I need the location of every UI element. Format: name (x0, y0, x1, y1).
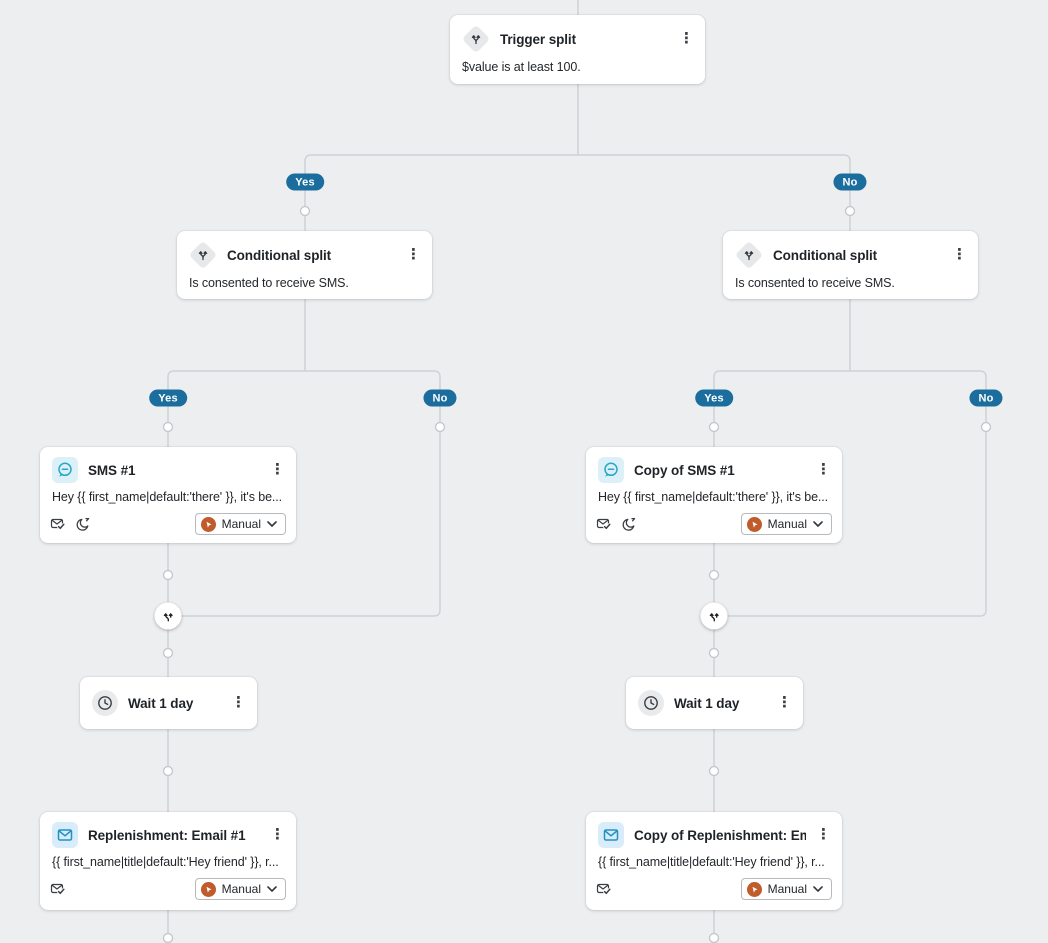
path-badge-yes: Yes (149, 389, 187, 407)
sending-status-dropdown[interactable]: Manual (194, 513, 286, 535)
kebab-menu-icon[interactable]: ⋮ (406, 246, 421, 263)
kebab-menu-icon[interactable]: ⋮ (952, 246, 967, 263)
message-preview: {{ first_name|title|default:'Hey friend'… (52, 855, 279, 869)
node-title: Replenishment: Email #1 (88, 827, 246, 843)
node-title: Wait 1 day (128, 695, 194, 711)
chevron-down-icon (267, 521, 277, 527)
node-title: Conditional split (227, 247, 332, 263)
node-description: Is consented to receive SMS. (735, 276, 895, 290)
message-check-icon (596, 881, 612, 897)
merge-paths-icon (700, 602, 728, 630)
merge-paths-icon (154, 602, 182, 630)
message-preview: Hey {{ first_name|default:'there' }}, it… (52, 490, 283, 504)
status-label: Manual (767, 517, 807, 531)
quiet-hours-icon (75, 516, 91, 532)
node-sms-left[interactable]: SMS #1 ⋮ Hey {{ first_name|default:'ther… (40, 447, 296, 543)
node-title: Wait 1 day (674, 695, 740, 711)
clock-icon (92, 690, 118, 716)
node-description: $value is at least 100. (462, 60, 581, 74)
kebab-menu-icon[interactable]: ⋮ (816, 826, 831, 843)
sms-icon (598, 457, 624, 483)
message-check-icon (596, 516, 612, 532)
sending-status-dropdown[interactable]: Manual (740, 513, 832, 535)
kebab-menu-icon[interactable]: ⋮ (270, 461, 285, 478)
node-trigger-split[interactable]: Trigger split ⋮ $value is at least 100. (450, 15, 705, 84)
path-badge-no: No (969, 389, 1003, 407)
node-sms-right[interactable]: Copy of SMS #1 ⋮ Hey {{ first_name|defau… (586, 447, 842, 543)
manual-status-icon (200, 881, 216, 897)
status-label: Manual (221, 517, 261, 531)
sending-status-dropdown[interactable]: Manual (194, 878, 286, 900)
kebab-menu-icon[interactable]: ⋮ (777, 694, 792, 711)
kebab-menu-icon[interactable]: ⋮ (231, 694, 246, 711)
message-check-icon (50, 881, 66, 897)
path-badge-yes: Yes (695, 389, 733, 407)
trigger-split-icon (461, 24, 491, 54)
node-email-right[interactable]: Copy of Replenishment: Em... ⋮ {{ first_… (586, 812, 842, 910)
conditional-split-icon (734, 240, 764, 270)
email-icon (52, 822, 78, 848)
path-badge-no: No (423, 389, 457, 407)
email-icon (598, 822, 624, 848)
node-title: Conditional split (773, 247, 878, 263)
manual-status-icon (746, 881, 762, 897)
path-badge-yes: Yes (286, 173, 324, 191)
message-check-icon (50, 516, 66, 532)
node-wait-right[interactable]: Wait 1 day ⋮ (626, 677, 803, 729)
chevron-down-icon (813, 521, 823, 527)
manual-status-icon (200, 516, 216, 532)
kebab-menu-icon[interactable]: ⋮ (270, 826, 285, 843)
status-label: Manual (221, 882, 261, 896)
kebab-menu-icon[interactable]: ⋮ (679, 30, 694, 47)
message-preview: {{ first_name|title|default:'Hey friend'… (598, 855, 825, 869)
node-conditional-split-right[interactable]: Conditional split ⋮ Is consented to rece… (723, 231, 978, 299)
manual-status-icon (746, 516, 762, 532)
node-email-left[interactable]: Replenishment: Email #1 ⋮ {{ first_name|… (40, 812, 296, 910)
quiet-hours-icon (621, 516, 637, 532)
path-badge-no: No (833, 173, 867, 191)
sending-status-dropdown[interactable]: Manual (740, 878, 832, 900)
chevron-down-icon (267, 886, 277, 892)
conditional-split-icon (188, 240, 218, 270)
clock-icon (638, 690, 664, 716)
node-wait-left[interactable]: Wait 1 day ⋮ (80, 677, 257, 729)
node-title: SMS #1 (88, 462, 136, 478)
node-title: Copy of SMS #1 (634, 462, 735, 478)
message-preview: Hey {{ first_name|default:'there' }}, it… (598, 490, 829, 504)
chevron-down-icon (813, 886, 823, 892)
node-conditional-split-left[interactable]: Conditional split ⋮ Is consented to rece… (177, 231, 432, 299)
status-label: Manual (767, 882, 807, 896)
kebab-menu-icon[interactable]: ⋮ (816, 461, 831, 478)
node-description: Is consented to receive SMS. (189, 276, 349, 290)
node-title: Trigger split (500, 31, 576, 47)
sms-icon (52, 457, 78, 483)
node-title: Copy of Replenishment: Em... (634, 827, 806, 843)
